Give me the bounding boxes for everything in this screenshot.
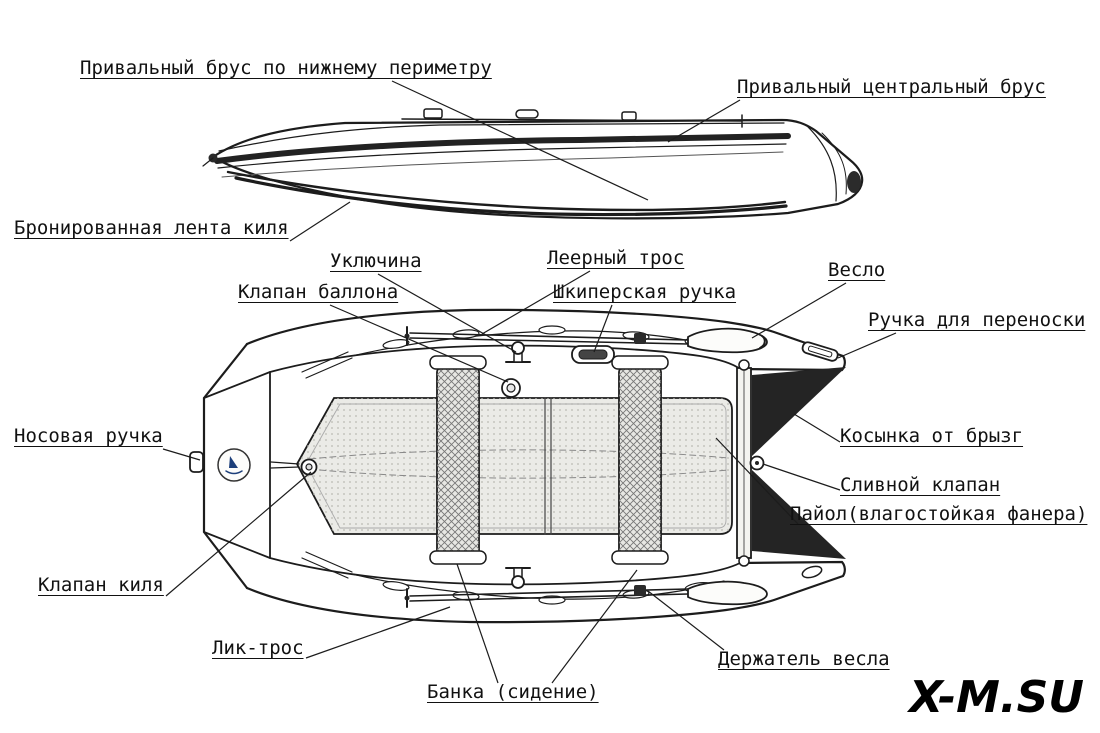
label-oar: Весло	[828, 259, 886, 281]
label-bow-handle: Носовая ручка	[14, 425, 163, 447]
logo-badge	[217, 448, 251, 482]
side-view-hull	[202, 108, 864, 220]
label-floorboard: Пайол(влагостойкая фанера)	[790, 503, 1088, 525]
lower-rub-strake-line	[226, 170, 787, 212]
side-view	[202, 108, 864, 220]
label-tube-valve: Клапан баллона	[238, 281, 399, 303]
label-oar-holder: Держатель весла	[718, 648, 890, 670]
label-keel-armored-tape: Бронированная лента киля	[14, 217, 289, 239]
top-view	[189, 308, 846, 624]
bow-handle-icon	[189, 451, 204, 473]
seat-1	[429, 355, 487, 565]
label-rub-strake-central: Привальный центральный брус	[737, 76, 1046, 98]
skipper-handle-icon	[571, 345, 615, 364]
oar-top	[404, 326, 768, 354]
label-keel-valve: Клапан киля	[38, 574, 164, 596]
label-grab-line: Леерный трос	[547, 247, 685, 269]
label-seat: Банка (сидение)	[427, 681, 599, 703]
label-rub-strake-lower: Привальный брус по нижнему периметру	[80, 57, 492, 79]
seat-2	[611, 355, 669, 565]
label-lik-rope: Лик-трос	[212, 637, 304, 659]
keel-tape-line	[234, 176, 788, 217]
oar-bottom	[404, 580, 768, 608]
rowlock-bottom-icon	[505, 567, 531, 589]
label-drain-valve: Сливной клапан	[840, 474, 1001, 496]
keel-valve-icon	[270, 458, 318, 476]
stern-handle-icon	[801, 565, 823, 579]
carry-handle-icon	[801, 341, 839, 362]
leader-lines	[162, 80, 897, 684]
label-skipper-handle: Шкиперская ручка	[553, 281, 737, 303]
label-spray-gusset: Косынка от брызг	[840, 425, 1024, 447]
watermark-text: X-M.SU	[909, 672, 1084, 723]
label-rowlock: Уключина	[330, 250, 422, 272]
label-carry-handle: Ручка для переноски	[868, 309, 1086, 331]
bow-cone-tip	[847, 171, 861, 193]
drain-valve-icon	[749, 455, 765, 471]
oar-holder-icon	[634, 585, 646, 596]
central-rub-strake-line	[214, 133, 791, 164]
spray-gussets	[752, 367, 846, 559]
floorboard-shape	[295, 397, 733, 535]
tube-valve-icon	[501, 378, 521, 398]
